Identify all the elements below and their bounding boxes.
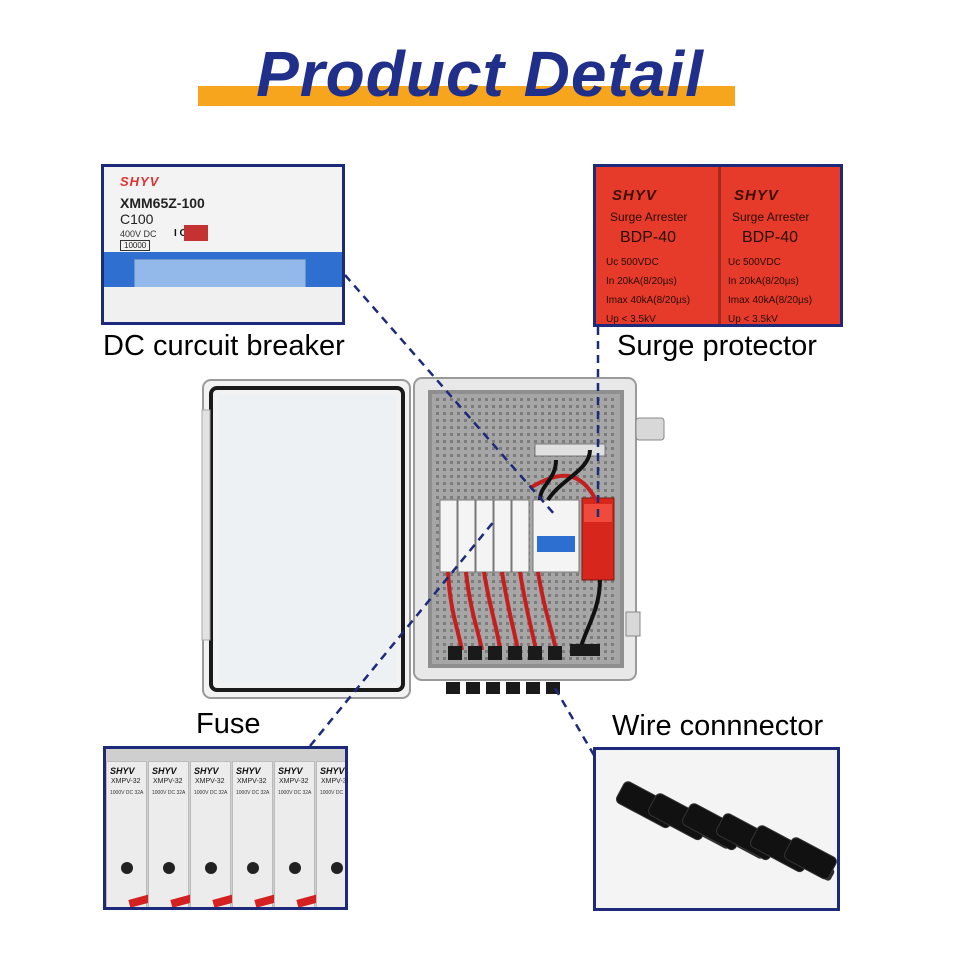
fuse-brand: SHYV xyxy=(236,766,261,776)
fuse-spec: 1000V DC 32A xyxy=(236,790,270,796)
fuse-holder: SHYV XMPV-32 1000V DC 32A xyxy=(232,761,278,907)
fuse-holder: SHYV XMPV-32 1000V DC 32A xyxy=(190,761,236,907)
surge-spec: Up < 3.5kV xyxy=(606,314,656,325)
fuse-inset: SHYV XMPV-32 1000V DC 32A SHYV XMPV-32 1… xyxy=(103,746,348,910)
breaker-inset: SHYV XMM65Z-100 C100 400V DC 10000 I ON xyxy=(101,164,345,325)
fuse-holders xyxy=(439,499,530,573)
surge-spec: Imax 40kA(8/20µs) xyxy=(728,295,813,306)
fuse-spec: 1000V DC xyxy=(320,790,344,796)
page-title: Product Detail xyxy=(256,38,704,110)
fuse-model: XMPV-32 xyxy=(279,778,309,785)
fuse-spec: 1000V DC 32A xyxy=(152,790,186,796)
surge-spec: In 20kA(8/20µs) xyxy=(606,276,677,287)
mc4-connectors xyxy=(615,781,837,881)
fuse-spec: 1000V DC 32A xyxy=(194,790,228,796)
fuse-label: Fuse xyxy=(196,708,261,740)
surge-name: Surge Arrester xyxy=(732,210,810,224)
fuse-hole xyxy=(163,862,175,874)
breaker-brand: SHYV xyxy=(120,174,160,189)
wire-connector-inset xyxy=(593,747,840,911)
breaker-voltage: 400V DC xyxy=(120,229,157,239)
surge-brand: SHYV xyxy=(734,187,779,204)
wire-connector-label: Wire connnector xyxy=(612,710,824,742)
fuse-hole xyxy=(247,862,259,874)
leader-lines xyxy=(309,274,600,758)
fuse-hole xyxy=(121,862,133,874)
fuse-brand: SHYV xyxy=(194,766,219,776)
title-underline xyxy=(198,86,735,106)
fuse-hole xyxy=(205,862,217,874)
fuse-hole xyxy=(289,862,301,874)
surge-unit: SHYV Surge Arrester BDP-40 Uc 500VDC In … xyxy=(598,175,716,325)
breaker-body xyxy=(104,287,342,322)
fuse-model: XMPV-32 xyxy=(195,778,225,785)
fuse-brand: SHYV xyxy=(320,766,345,776)
surge-unit: SHYV Surge Arrester BDP-40 Uc 500VDC In … xyxy=(720,175,838,325)
fuse-holder: SHYV XMPV-32 1000V DC 32A xyxy=(106,761,152,907)
fuse-spec: 1000V DC 32A xyxy=(110,790,144,796)
breaker-number: 10000 xyxy=(120,240,151,251)
fuse-holder: SHYV XMPV-32 1000V DC 32A xyxy=(148,761,194,907)
breaker-model: XMM65Z-100 xyxy=(120,195,205,211)
breaker-rating: C100 xyxy=(120,211,154,227)
fuse-hole xyxy=(331,862,343,874)
surge-divider xyxy=(718,167,721,324)
fuse-model: XMPV-3 xyxy=(321,778,347,785)
surge-spec: Imax 40kA(8/20µs) xyxy=(606,295,691,306)
surge-brand: SHYV xyxy=(612,187,657,204)
fuse-brand: SHYV xyxy=(110,766,135,776)
dc-breaker xyxy=(532,499,580,573)
fuse-brand: SHYV xyxy=(278,766,303,776)
surge-model: BDP-40 xyxy=(620,229,677,246)
fuse-brand: SHYV xyxy=(152,766,177,776)
surge-inset: SHYV Surge Arrester BDP-40 Uc 500VDC In … xyxy=(593,164,843,327)
surge-label: Surge protector xyxy=(617,330,817,362)
surge-spec: In 20kA(8/20µs) xyxy=(728,276,799,287)
fuse-spec: 1000V DC 32A xyxy=(278,790,312,796)
breaker-label: DC curcuit breaker xyxy=(103,330,345,362)
surge-spec: Uc 500VDC xyxy=(606,257,659,268)
fuse-holder: SHYV XMPV-3 1000V DC xyxy=(316,761,347,907)
fuse-model: XMPV-32 xyxy=(153,778,183,785)
surge-spec: Uc 500VDC xyxy=(728,257,781,268)
enclosure-lid xyxy=(201,379,411,699)
surge-name: Surge Arrester xyxy=(610,210,688,224)
surge-model: BDP-40 xyxy=(742,229,799,246)
fuse-model: XMPV-32 xyxy=(237,778,267,785)
fuse-holder: SHYV XMPV-32 1000V DC 32A xyxy=(274,761,320,907)
breaker-indicator xyxy=(184,225,208,241)
surge-spec: Up < 3.5kV xyxy=(728,314,778,325)
fuse-model: XMPV-32 xyxy=(111,778,141,785)
